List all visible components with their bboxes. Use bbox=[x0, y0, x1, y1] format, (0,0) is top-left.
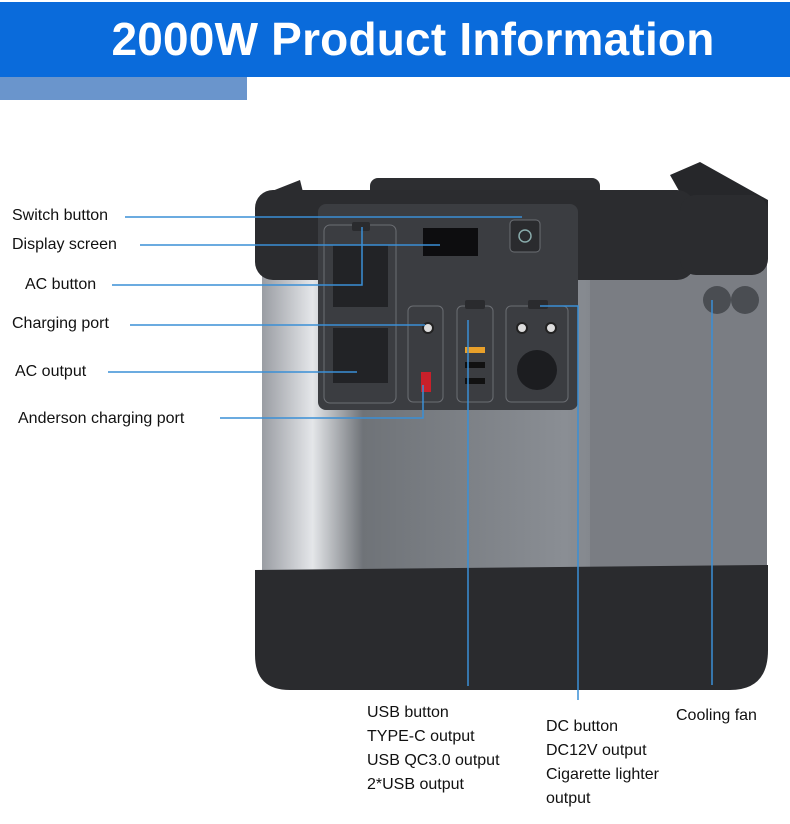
label-display-screen: Display screen bbox=[12, 236, 117, 253]
ac-outlet-2 bbox=[333, 328, 388, 383]
callout-lines bbox=[108, 216, 713, 700]
label-anderson-port: Anderson charging port bbox=[18, 410, 185, 427]
bottom-bumper bbox=[255, 565, 768, 690]
label-ac-output: AC output bbox=[15, 363, 87, 380]
label-switch-button: Switch button bbox=[12, 207, 109, 224]
label-usb-qc3-output: USB QC3.0 output bbox=[367, 752, 500, 769]
label-cigarette-lighter: Cigarette lighter bbox=[546, 766, 659, 783]
label-cooling-fan: Cooling fan bbox=[676, 707, 757, 724]
label-dc-button: DC button bbox=[546, 718, 619, 735]
ac-outlet-1 bbox=[333, 245, 388, 307]
page-title: 2000W Product Information bbox=[111, 13, 715, 65]
label-dc12v-output: DC12V output bbox=[546, 742, 647, 759]
power-button bbox=[509, 219, 541, 253]
anderson-port bbox=[421, 372, 431, 392]
label-typec-output: TYPE-C output bbox=[367, 728, 475, 745]
label-cigarette-output: output bbox=[546, 790, 591, 807]
label-usb-group: USB button TYPE-C output USB QC3.0 outpu… bbox=[367, 701, 500, 797]
label-usb-button: USB button bbox=[367, 704, 449, 721]
accent-strip bbox=[0, 77, 247, 100]
title-banner: 2000W Product Information bbox=[0, 2, 790, 77]
label-charging-port: Charging port bbox=[12, 315, 109, 332]
label-ac-button: AC button bbox=[25, 276, 97, 293]
cigarette-lighter-socket bbox=[517, 350, 557, 390]
label-2usb-output: 2*USB output bbox=[367, 776, 464, 793]
label-dc-group: DC button DC12V output Cigarette lighter… bbox=[546, 715, 659, 811]
display-screen bbox=[423, 228, 478, 256]
